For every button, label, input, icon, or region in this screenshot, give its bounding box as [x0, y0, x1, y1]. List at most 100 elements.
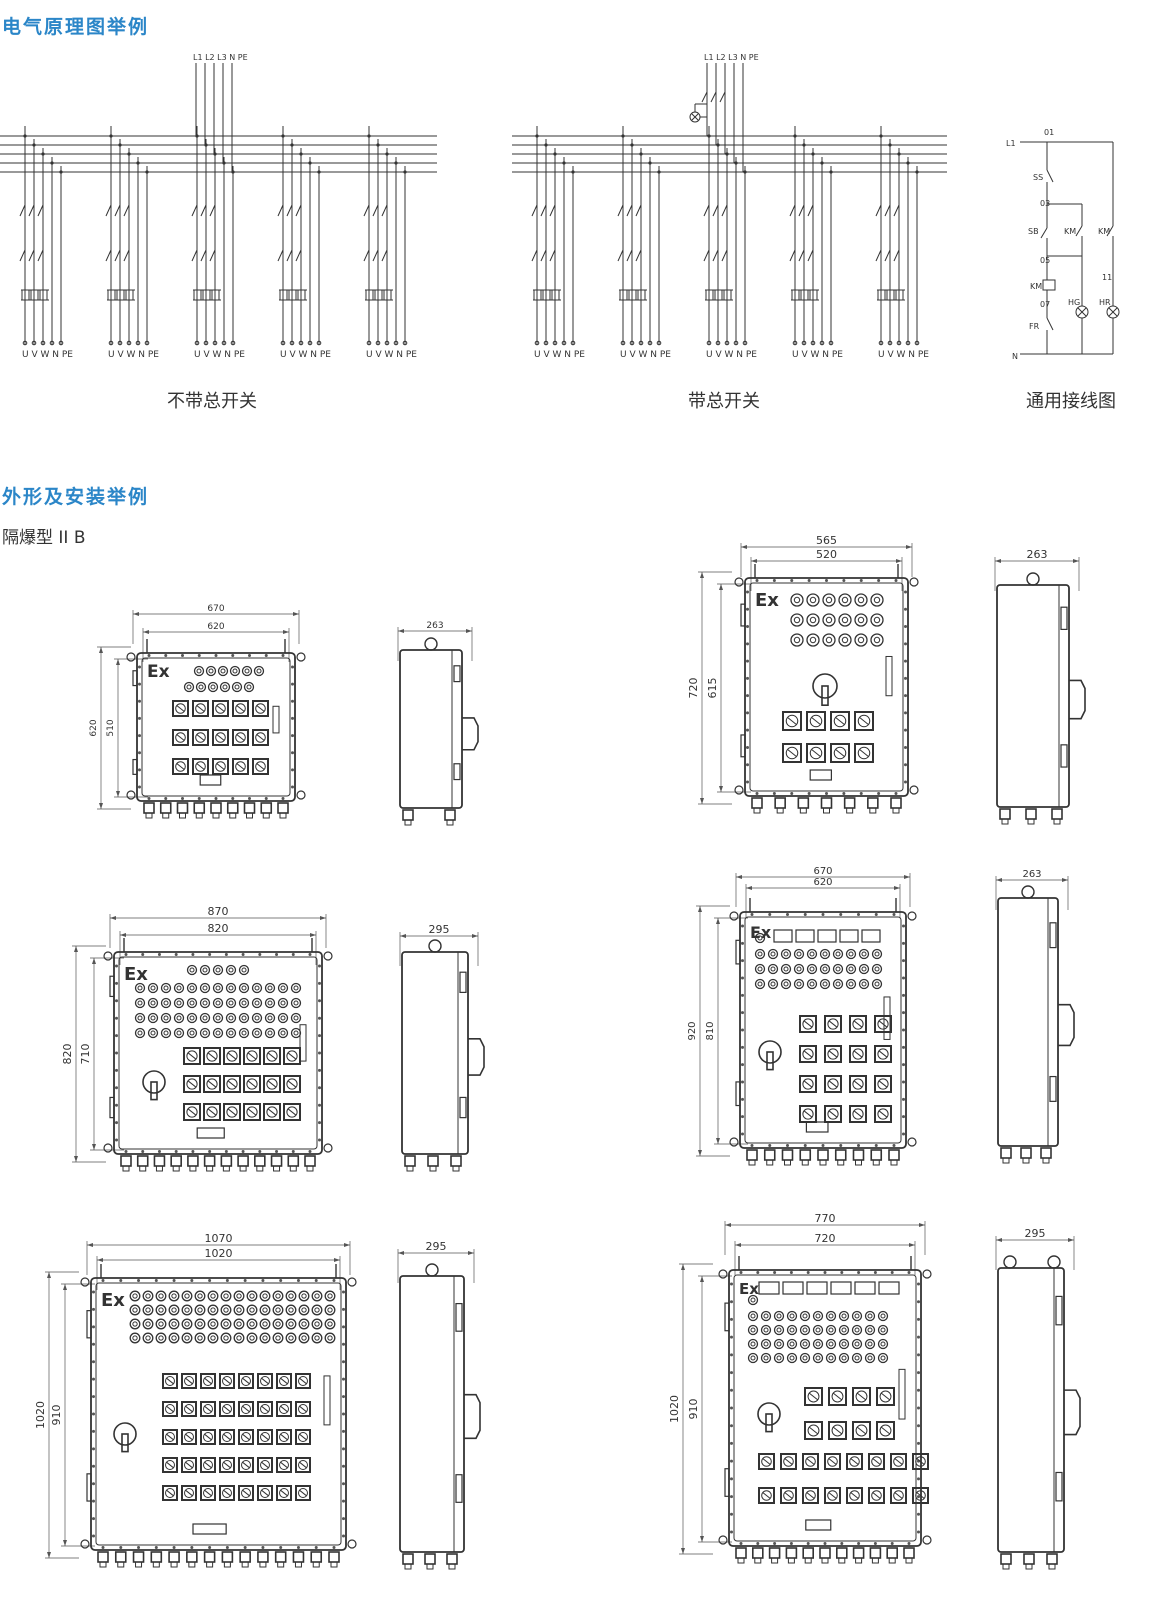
junction-dot: [648, 161, 652, 165]
cover-bolt: [746, 694, 749, 698]
switch-knob: [877, 1108, 889, 1120]
gland-nut: [162, 812, 170, 819]
cover-bolt: [342, 1325, 345, 1329]
switch-knob: [279, 1404, 289, 1414]
indicator-lamp: [324, 1304, 336, 1316]
switch-lever: [176, 705, 185, 712]
dimension-depth: 295: [399, 923, 479, 966]
cable-gland: [243, 802, 256, 814]
ex-mark: Ex: [147, 662, 170, 682]
contactor-blade: [712, 249, 719, 262]
cover-bolt: [904, 642, 907, 646]
terminal-symbol: [742, 340, 748, 346]
switch-knob: [165, 1460, 175, 1470]
cover-bolt: [243, 1546, 247, 1549]
dim-value: 295: [1025, 1227, 1046, 1240]
indicator-lamp: [225, 997, 237, 1009]
switch-lever: [261, 1405, 269, 1413]
feeder-circuit: U V W N PE: [105, 126, 159, 360]
indicator-lamp: [194, 1332, 206, 1344]
cover-bolt: [225, 1546, 229, 1549]
lamp-lens: [822, 981, 828, 987]
gland-nut: [406, 1165, 414, 1172]
lamp-lens: [825, 616, 833, 624]
lamp-lens: [822, 966, 828, 972]
switch-handle: [852, 1387, 871, 1406]
indicator-lamp: [285, 1332, 297, 1344]
junction-dot: [59, 170, 63, 174]
cover-bolt: [746, 590, 749, 594]
breaker-blade: [123, 204, 130, 217]
switch-handle: [192, 700, 209, 717]
switch-knob: [246, 1106, 258, 1118]
switch-handle: [824, 1453, 841, 1470]
enclosure-body: [744, 577, 909, 797]
terminal-symbol: [22, 340, 28, 346]
lamp-lens: [189, 967, 195, 973]
indicator-lamp: [806, 963, 818, 975]
gland-nut: [452, 1165, 460, 1172]
cover-bolt: [181, 654, 184, 657]
feeder-circuit: U V W N PE: [703, 126, 757, 360]
lamp-lens: [776, 1313, 782, 1319]
switch-handle: [181, 1485, 197, 1501]
switch-lever: [242, 1489, 250, 1497]
cover-bolt: [231, 797, 235, 800]
gland-nut: [748, 1159, 756, 1166]
lamp-lens: [158, 1307, 164, 1313]
lamp-lens: [873, 596, 881, 604]
switch-knob: [222, 1432, 232, 1442]
cover-bolt: [904, 607, 907, 611]
indicator-lamp: [207, 1332, 219, 1344]
gland-nut: [799, 807, 807, 814]
switch-handle: [782, 743, 802, 763]
junction-dot: [743, 170, 747, 174]
dim-value: 295: [429, 923, 450, 936]
cover-bolt: [904, 763, 907, 767]
switch-handle: [283, 1075, 301, 1093]
switch-knob: [852, 1078, 864, 1090]
cover-bolt: [904, 728, 907, 732]
cover-bolt: [823, 1271, 827, 1274]
mounting-lug: [347, 1277, 357, 1287]
switch-knob: [827, 1048, 839, 1060]
cover-bolt: [892, 1144, 896, 1147]
gland-nut: [306, 1165, 314, 1172]
mounting-lug: [80, 1539, 90, 1549]
switch-handle: [283, 1103, 301, 1121]
cable-gland: [890, 797, 902, 809]
lamp-lens: [275, 1293, 281, 1299]
dim-value: 620: [813, 877, 832, 888]
cover-bolt: [746, 676, 749, 680]
gland-nut: [262, 812, 270, 819]
cover-bolt: [138, 665, 141, 669]
cover-bolt: [807, 792, 811, 795]
cover-bolt: [258, 953, 262, 956]
lamp-lens: [267, 1000, 273, 1006]
terminal-symbol: [58, 340, 64, 346]
switch-handle: [824, 1487, 841, 1504]
indicator-lamp: [225, 1027, 237, 1039]
breaker-blade: [381, 204, 388, 217]
cover-bolt: [92, 1517, 95, 1521]
cover-bolt: [730, 1335, 733, 1339]
indicator-lamp: [298, 1304, 310, 1316]
gland-nut: [855, 1557, 863, 1564]
lamp-lens: [288, 1321, 294, 1327]
gland-nut: [277, 1561, 285, 1568]
terminal-symbol: [108, 340, 114, 346]
indicator-lamp: [173, 982, 185, 994]
switch-knob: [785, 746, 799, 760]
nameplate: [809, 769, 832, 781]
cable-gland: [1025, 808, 1037, 820]
switch-lever: [166, 1461, 174, 1469]
switch-handle: [830, 743, 850, 763]
nameplate: [805, 1121, 829, 1133]
switch-handle: [203, 1075, 221, 1093]
indicator-lamp: [220, 1332, 232, 1344]
cover-bolt: [241, 1150, 245, 1153]
switch-knob: [235, 703, 246, 714]
cover-bolt: [904, 590, 907, 594]
door-handle: [1069, 679, 1086, 720]
indicator-lamp: [181, 1332, 193, 1344]
